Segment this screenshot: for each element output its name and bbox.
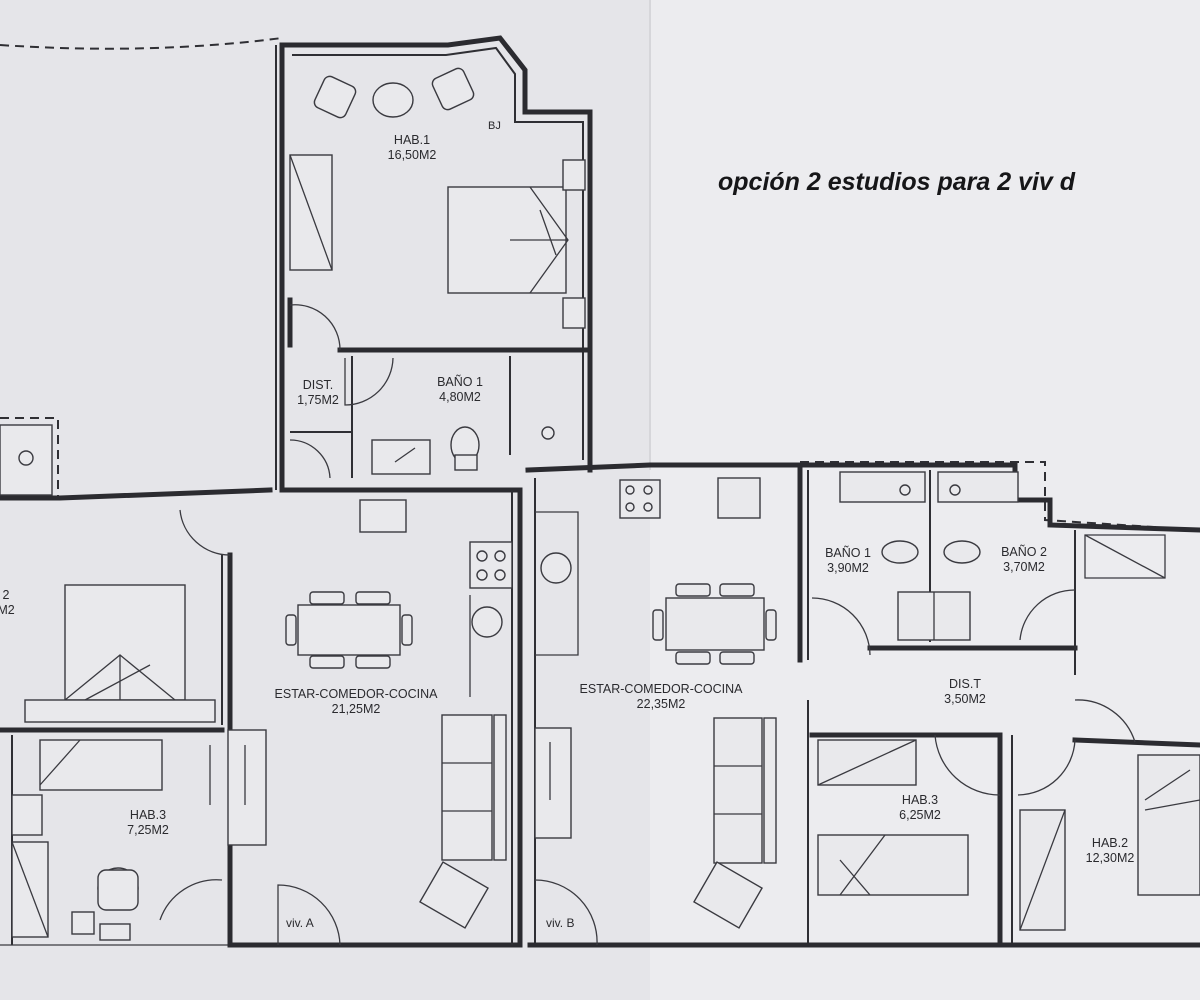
fixture-tag-bj: BJ: [488, 120, 501, 132]
room-area: 7,25M2: [127, 823, 169, 837]
room-label-bano2-b: BAÑO 2 3,70M2: [1001, 545, 1047, 575]
room-name: ESTAR-COMEDOR-COCINA: [274, 687, 438, 701]
room-area: 6,25M2: [899, 808, 941, 822]
bedroom-block-a: [275, 35, 593, 493]
room-label-hab1: HAB.1 16,50M2: [388, 133, 437, 163]
room-area: 21,25M2: [331, 702, 381, 716]
entrance-label-a: viv. A: [286, 916, 314, 930]
room-name: HAB.1: [393, 133, 431, 147]
room-area: 3,70M2: [1003, 560, 1045, 574]
hab1-furniture: [289, 67, 586, 329]
room-area: 22,35M2: [636, 697, 686, 711]
room-name: BAÑO 1: [437, 375, 483, 389]
room-label-hab2-a: 2 M2: [0, 588, 15, 618]
room-label-dist-b: DIS.T 3,50M2: [944, 677, 986, 707]
room-name: BAÑO 2: [1001, 545, 1047, 559]
room-label-hab2-b: HAB.2 12,30M2: [1086, 836, 1135, 866]
plot-boundary-top: [0, 37, 283, 50]
room-name: DIS.T: [949, 677, 981, 691]
room-name: 2: [2, 588, 10, 602]
room-label-bano1-a: BAÑO 1 4,80M2: [437, 375, 483, 405]
room-area: 4,80M2: [439, 390, 481, 404]
plan-title: opción 2 estudios para 2 viv d: [718, 168, 1076, 196]
room-name: BAÑO 1: [825, 546, 871, 560]
unit-b-living: [525, 462, 813, 948]
unit-a-living: [179, 487, 523, 948]
room-area: 16,50M2: [387, 148, 437, 162]
room-label-hab3-b: HAB.3 6,25M2: [899, 793, 941, 823]
room-name: HAB.3: [901, 793, 939, 807]
room-label-estar-b: ESTAR-COMEDOR-COCINA 22,35M2: [580, 682, 743, 712]
room-name: HAB.2: [1091, 836, 1129, 850]
entrance-label-b: viv. B: [546, 916, 575, 930]
room-area: 3,90M2: [827, 561, 869, 575]
room-area: 12,30M2: [1085, 851, 1135, 865]
room-name: HAB.3: [129, 808, 167, 822]
room-label-estar-a: ESTAR-COMEDOR-COCINA 21,25M2: [275, 687, 438, 717]
room-label-dist-a: DIST. 1,75M2: [297, 378, 339, 408]
room-area: 3,50M2: [944, 692, 986, 706]
room-area: M2: [0, 603, 15, 617]
room-name: ESTAR-COMEDOR-COCINA: [579, 682, 743, 696]
room-name: DIST.: [302, 378, 334, 392]
room-area: 1,75M2: [297, 393, 339, 407]
room-label-bano1-b: BAÑO 1 3,90M2: [825, 546, 871, 576]
room-label-hab3-a: HAB.3 7,25M2: [127, 808, 169, 838]
unit-b-bedrooms: [797, 462, 1200, 948]
